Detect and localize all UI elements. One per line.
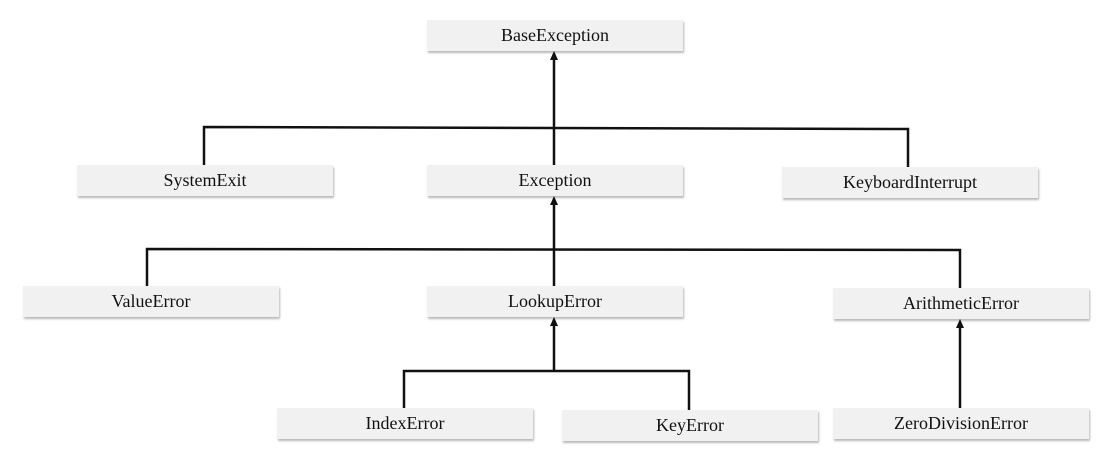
- connector-baseexception-children: [202, 125, 910, 167]
- node-exception: Exception: [427, 165, 683, 196]
- node-baseexception: BaseException: [427, 20, 683, 51]
- node-valueerror: ValueError: [23, 286, 279, 317]
- node-keyerror: KeyError: [562, 410, 818, 441]
- node-zerodivisionerror: ZeroDivisionError: [833, 408, 1089, 439]
- arrowhead-baseexception: [550, 51, 558, 60]
- arrowhead-exception: [550, 196, 558, 205]
- node-arithmeticerror: ArithmeticError: [833, 288, 1089, 319]
- node-lookuperror: LookupError: [427, 286, 683, 317]
- connector-lookuperror-children: [402, 369, 691, 410]
- node-systemexit: SystemExit: [77, 165, 333, 196]
- node-indexerror: IndexError: [277, 408, 533, 439]
- node-keyboardinterrupt: KeyboardInterrupt: [782, 167, 1038, 198]
- arrowhead-lookuperror: [550, 317, 558, 326]
- arrowhead-arithmeticerror: [956, 319, 964, 328]
